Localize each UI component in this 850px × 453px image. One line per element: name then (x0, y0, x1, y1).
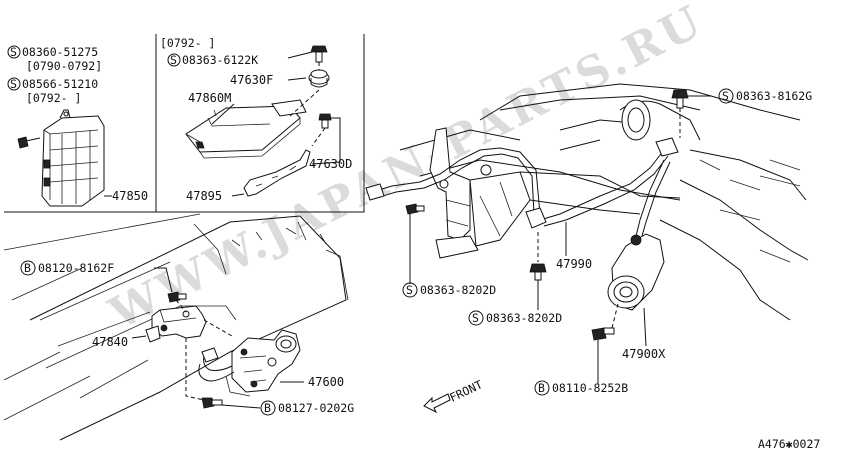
svg-text:FRONT: FRONT (447, 377, 484, 404)
bolt-label-8202d-2: S 08363-8202D (468, 310, 562, 326)
part-47630f: 47630F (230, 73, 273, 87)
bolt-8252b (591, 303, 619, 384)
inset-bolt-right: S 08363-6122K (167, 53, 258, 67)
bolt-8202d-2 (529, 232, 547, 310)
bracket-47895 (231, 149, 311, 197)
part-47600: 47600 (308, 375, 344, 389)
svg-text:08363-6122K: 08363-6122K (182, 53, 258, 67)
bolt-6122k (287, 45, 328, 70)
svg-text:08110-8252B: 08110-8252B (552, 381, 628, 395)
part-47630d: 47630D (309, 157, 352, 171)
bolt-label-8162f: B 08120-8162F (20, 260, 114, 276)
bracket-47840 (131, 305, 207, 343)
inset-code-1: S 08360-51275 (7, 45, 98, 59)
actuator-47600 (198, 329, 304, 397)
inset-code-2: S 08566-51210 (7, 77, 98, 91)
part-47900x: 47900X (622, 347, 666, 361)
drawing-code: A476✱0027 (758, 437, 820, 451)
svg-text:08360-51275: 08360-51275 (22, 45, 98, 59)
svg-text:08120-8162F: 08120-8162F (38, 261, 114, 275)
part-47990: 47990 (556, 257, 592, 271)
svg-text:B: B (538, 381, 545, 395)
inset-note-right: [0792- ] (160, 36, 215, 50)
control-unit-47850 (17, 109, 112, 207)
bolt-8202d-1 (405, 203, 425, 284)
svg-text:S: S (722, 89, 729, 103)
inset-box (4, 34, 365, 213)
bolt-47630d (311, 113, 341, 165)
svg-text:B: B (24, 261, 31, 275)
transmission-frame (399, 83, 809, 321)
svg-text:S: S (10, 77, 17, 91)
bolt-label-8202d-1: S 08363-8202D (402, 282, 496, 298)
svg-text:08566-51210: 08566-51210 (22, 77, 98, 91)
svg-text:08363-8162G: 08363-8162G (736, 89, 812, 103)
svg-text:B: B (264, 401, 271, 415)
svg-text:08127-0202G: 08127-0202G (278, 401, 354, 415)
bracket-47860m (185, 99, 307, 159)
svg-text:08363-8202D: 08363-8202D (486, 311, 562, 325)
svg-text:S: S (472, 311, 479, 325)
bolt-8162g (671, 89, 712, 138)
svg-text:S: S (170, 53, 177, 67)
part-47860m: 47860M (188, 91, 231, 105)
svg-text:S: S (10, 45, 17, 59)
svg-text:08363-8202D: 08363-8202D (420, 283, 496, 297)
inset-note-1: [0790-0792] (26, 59, 102, 73)
bolt-label-8162g: S 08363-8162G (718, 88, 812, 104)
switch-47900x (607, 233, 665, 347)
bolt-0202g (201, 397, 261, 409)
front-arrow: FRONT (423, 377, 485, 414)
floor-panel (3, 213, 349, 441)
harness-47990 (365, 137, 679, 237)
bolt-label-0202g: B 08127-0202G (260, 400, 354, 416)
grommet-47630f (287, 69, 330, 88)
bolt-8162f (154, 267, 187, 303)
part-47895: 47895 (186, 189, 222, 203)
bolt-label-8252b: B 08110-8252B (534, 380, 628, 396)
part-47850: 47850 (112, 189, 148, 203)
part-47840: 47840 (92, 335, 128, 349)
inset-note-2: [0792- ] (26, 91, 81, 105)
svg-text:S: S (406, 283, 413, 297)
